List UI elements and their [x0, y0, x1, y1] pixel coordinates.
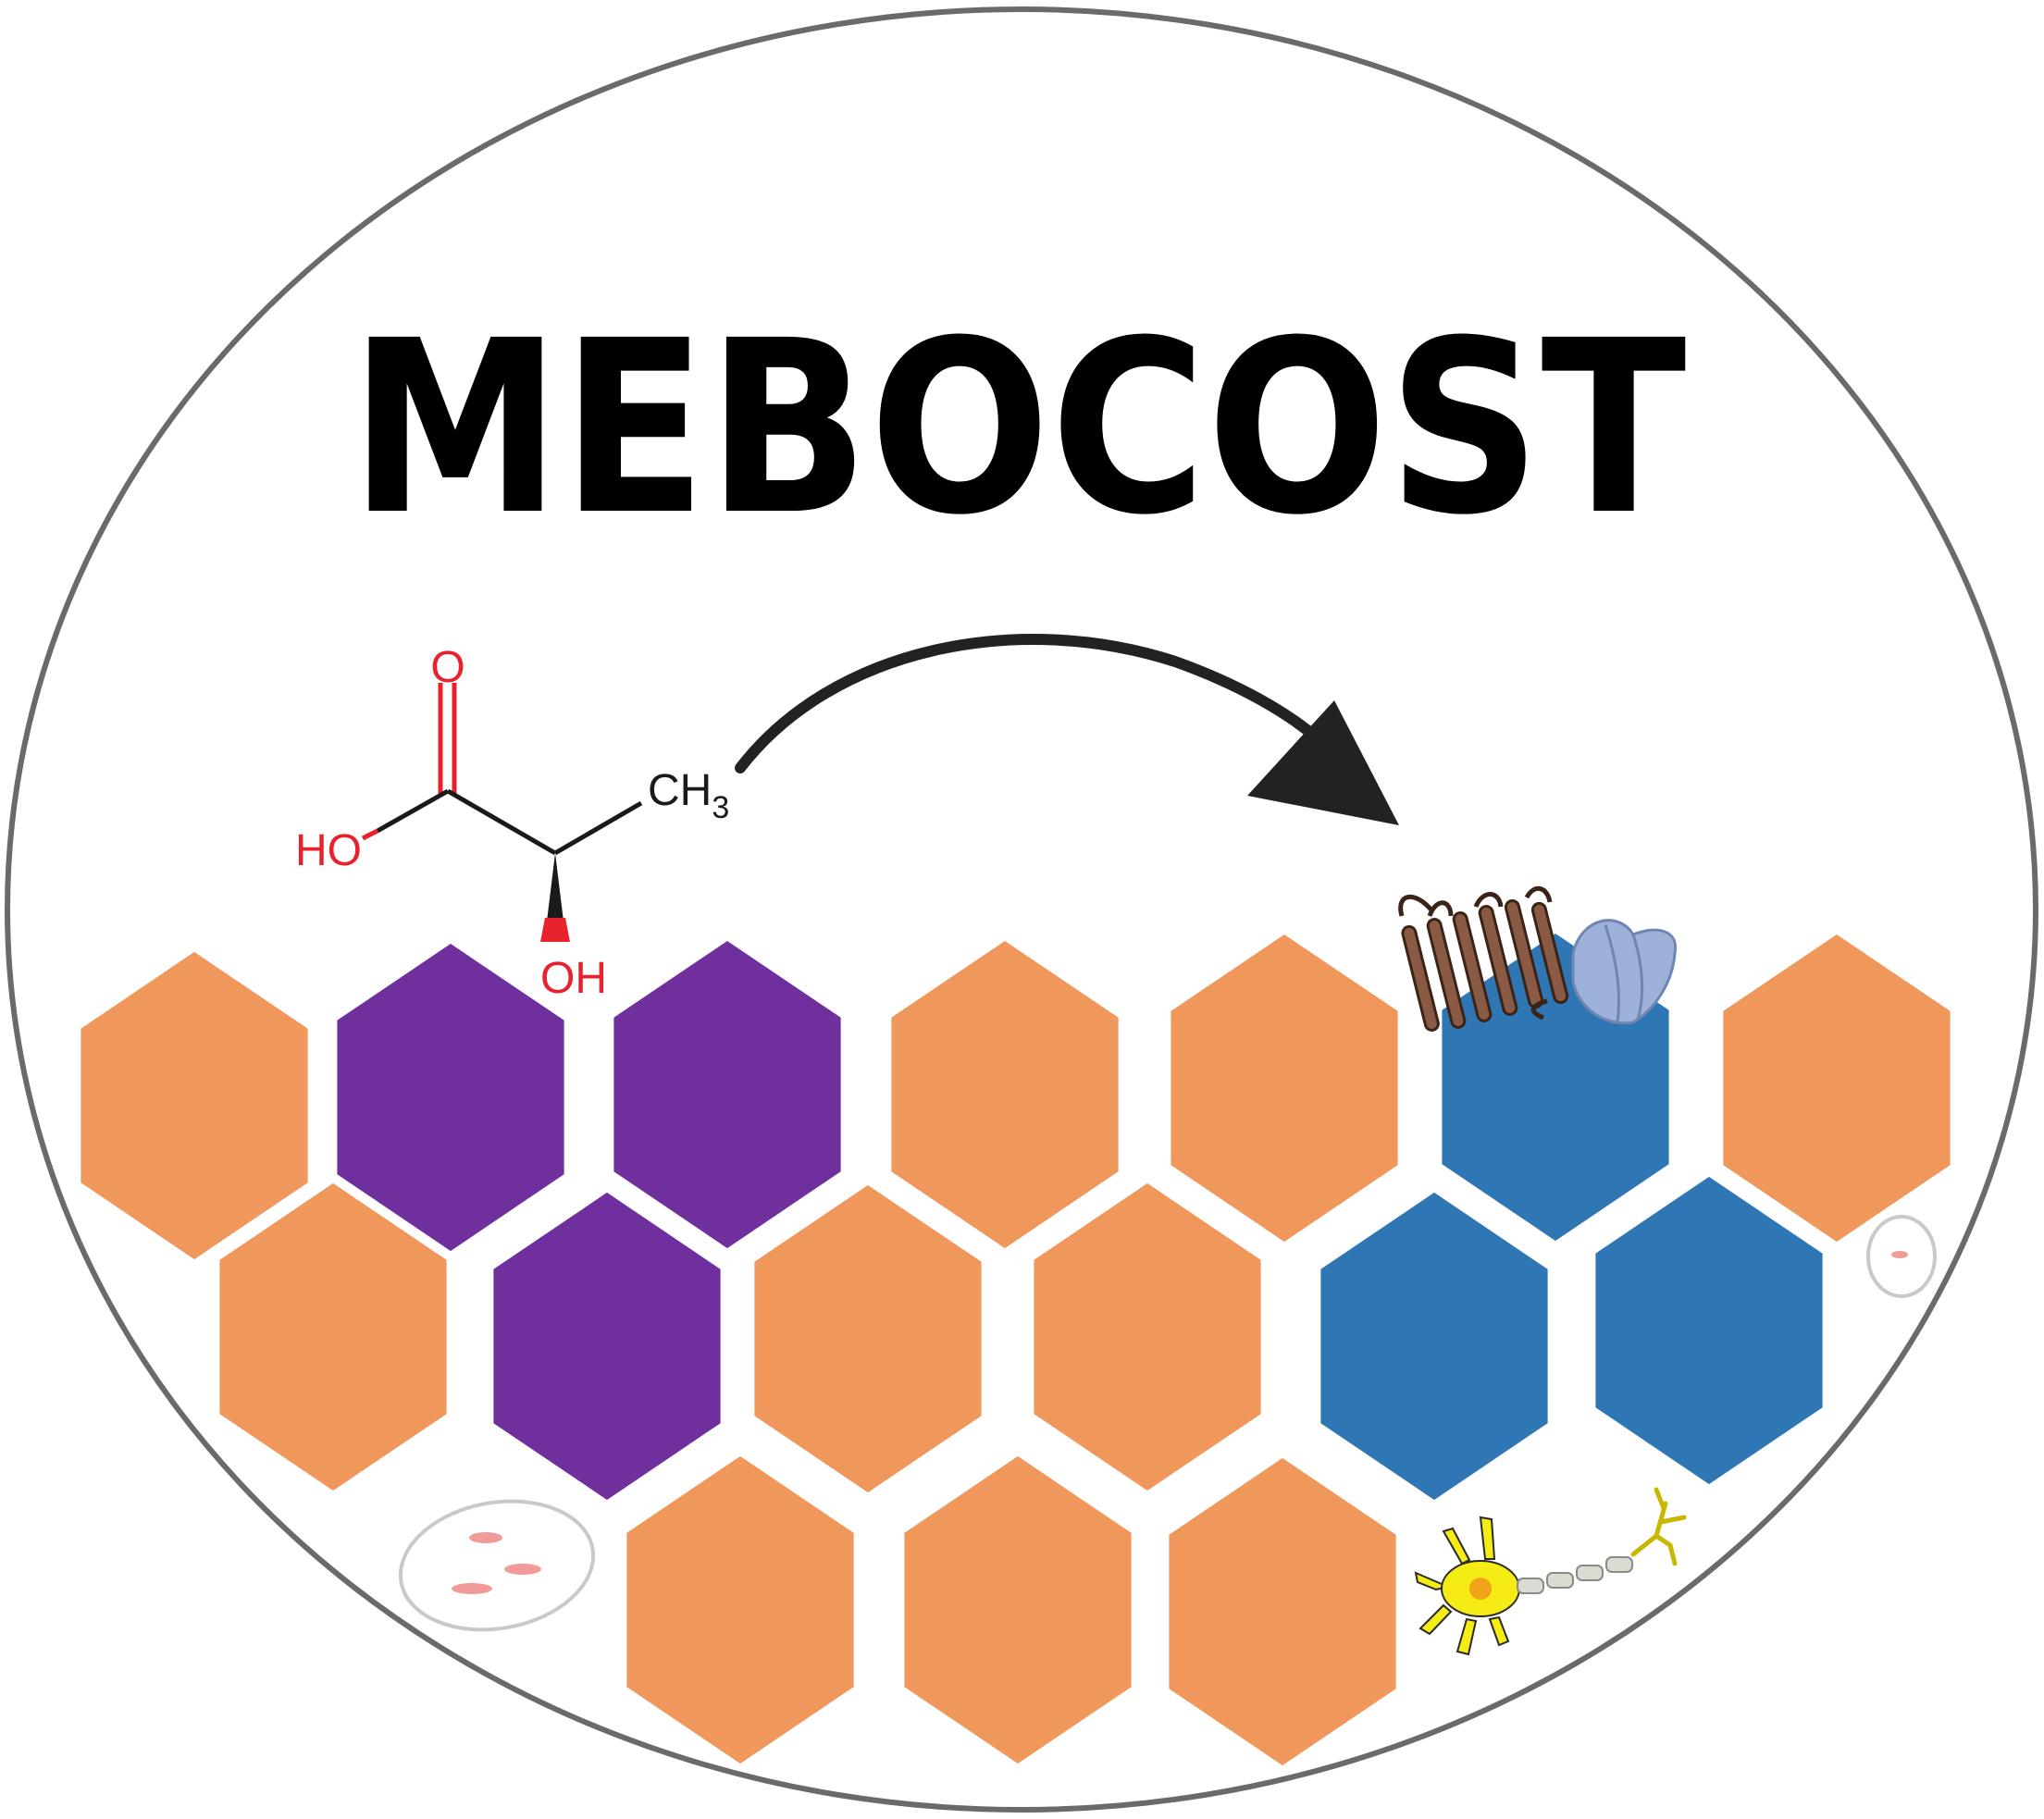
- hexagon-cell-orange: [214, 1176, 452, 1498]
- atom-methyl-ch: CH: [648, 766, 712, 815]
- hexagon-cell-orange: [1717, 927, 1956, 1249]
- hexagon-cell-orange: [1163, 1451, 1402, 1773]
- hexagon-cell-orange: [1028, 1176, 1267, 1498]
- cell-icon: [398, 1499, 596, 1632]
- neuron-icon: [1414, 1487, 1687, 1656]
- atom-methyl: CH3: [648, 766, 729, 825]
- hexagon-cell-orange: [898, 1449, 1137, 1771]
- lactate-molecule: O HO OH CH3: [295, 643, 729, 1003]
- atom-methyl-subscript: 3: [712, 790, 729, 825]
- transporter-icon: [1571, 919, 1678, 1025]
- atom-top-oxygen: O: [430, 643, 465, 692]
- small-cell-icon: [1866, 1215, 1937, 1298]
- hexagon-cell-blue: [1315, 1185, 1554, 1507]
- atom-hydroxyl-bottom: OH: [540, 954, 607, 1003]
- cell-hexagon-grid: [75, 926, 1956, 1773]
- hexagon-cell-orange: [886, 934, 1124, 1256]
- atom-hydroxyl-left: HO: [295, 826, 362, 875]
- transfer-arrow: [735, 633, 1399, 825]
- hexagon-cell-orange: [75, 945, 314, 1267]
- hexagon-cell-blue: [1590, 1169, 1828, 1491]
- hexagon-cell-purple: [488, 1185, 726, 1507]
- hexagon-cell-purple: [608, 934, 847, 1256]
- hexagon-cell-orange: [749, 1178, 987, 1500]
- hexagon-cell-orange: [621, 1449, 860, 1771]
- logo-title: MEBOCOST: [350, 290, 1688, 567]
- hexagon-cell-orange: [1165, 927, 1404, 1249]
- receptor-icon: [1398, 886, 1569, 1032]
- hexagon-cell-purple: [331, 936, 570, 1258]
